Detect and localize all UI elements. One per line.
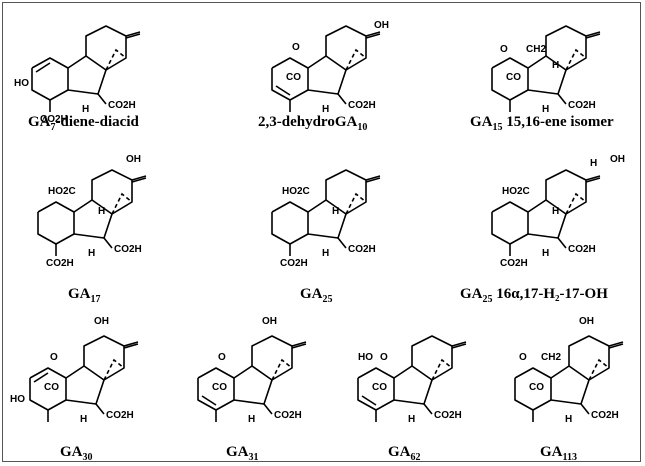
atom-label: OH <box>262 316 277 327</box>
atom-label: H <box>552 60 559 71</box>
atom-label: H <box>542 248 549 259</box>
structure-ga17: HO2C OH H CO2H H CO2H <box>37 154 147 269</box>
atom-label: CO <box>506 72 521 83</box>
structure-ga25: HO2C H CO2H H CO2H <box>271 169 381 269</box>
atom-label: CO2H <box>434 410 462 421</box>
atom-label: HO2C <box>282 186 310 197</box>
atom-label: H <box>88 248 95 259</box>
atom-label: OH <box>610 154 625 165</box>
atom-label: OH <box>126 154 141 165</box>
caption-ga30: GA30 <box>60 444 93 463</box>
caption-ga17: GA17 <box>68 286 101 305</box>
atom-label: H <box>552 206 559 217</box>
atom-label: CO <box>286 72 301 83</box>
atom-label: O <box>50 352 58 363</box>
atom-label: CO2H <box>40 114 68 125</box>
caption-ga25: GA25 <box>300 286 333 305</box>
atom-label: CO2H <box>348 100 376 111</box>
atom-label: CO2H <box>108 100 136 111</box>
atom-label: CO <box>212 382 227 393</box>
caption-ga15-ene-isomer: GA15 15,16-ene isomer <box>470 114 614 133</box>
atom-label: CO2H <box>500 258 528 269</box>
structure-ga62: HO O CO H CO2H <box>357 335 467 425</box>
atom-label: CO <box>372 382 387 393</box>
atom-label: HO <box>14 78 29 89</box>
atom-label: CO2H <box>280 258 308 269</box>
atom-label: CO2H <box>348 244 376 255</box>
atom-label: CO2H <box>568 244 596 255</box>
atom-label: CO <box>529 382 544 393</box>
atom-label: CH2 <box>526 44 546 55</box>
atom-label: CO <box>44 382 59 393</box>
atom-label: H <box>248 414 255 425</box>
atom-label: HO2C <box>48 186 76 197</box>
atom-label: H <box>98 206 105 217</box>
caption-ga62: GA62 <box>388 444 421 463</box>
caption-ga25-17-oh: GA25 16α,17-H₂-17-OH <box>460 286 608 305</box>
caption-ga31: GA31 <box>226 444 259 463</box>
structure-ga30: OH O CO HO H CO2H <box>10 316 139 425</box>
atom-label: H <box>322 248 329 259</box>
atom-label: HO2C <box>502 186 530 197</box>
figure-frame <box>2 2 641 462</box>
structure-2-3-dehydroga10: O CO H CO2H OH <box>271 20 389 115</box>
atom-label: OH <box>94 316 109 327</box>
atom-label: HO <box>358 352 373 363</box>
atom-label: H <box>80 414 87 425</box>
atom-label: OH <box>579 316 594 327</box>
structure-ga113: OH O CH2 CO H CO2H <box>514 316 624 425</box>
atom-label: CO2H <box>274 410 302 421</box>
atom-label: CO2H <box>568 100 596 111</box>
caption-ga7-diene-diacid: GA7-diene-diacid <box>28 114 139 133</box>
atom-label: HO <box>10 394 25 405</box>
atom-label: CH2 <box>541 352 561 363</box>
caption-2-3-dehydroga10: 2,3-dehydroGA10 <box>258 114 367 133</box>
atom-label: H <box>590 158 597 169</box>
atom-label: O <box>519 352 527 363</box>
structure-ga25-17-oh: HO2C H OH H CO2H H CO2H <box>491 154 625 269</box>
atom-label: O <box>380 352 388 363</box>
atom-label: H <box>542 104 549 115</box>
atom-label: O <box>292 42 300 53</box>
atom-label: CO2H <box>591 410 619 421</box>
atom-label: CO2H <box>114 244 142 255</box>
caption-ga113: GA113 <box>540 444 577 463</box>
atom-label: H <box>322 104 329 115</box>
atom-label: CO2H <box>106 410 134 421</box>
structure-ga31: OH O CO H CO2H <box>197 316 307 425</box>
atom-label: OH <box>374 20 389 31</box>
atom-label: CO2H <box>46 258 74 269</box>
atom-label: H <box>565 414 572 425</box>
atom-label: H <box>408 414 415 425</box>
atom-label: H <box>332 206 339 217</box>
atom-label: O <box>500 44 508 55</box>
structure-ga7-diene-diacid: HO CO2H H CO2H <box>14 25 141 125</box>
atom-label: O <box>218 352 226 363</box>
atom-label: H <box>82 104 89 115</box>
structure-ga15-ene-isomer: O CH2 CO H H CO2H <box>491 25 601 115</box>
